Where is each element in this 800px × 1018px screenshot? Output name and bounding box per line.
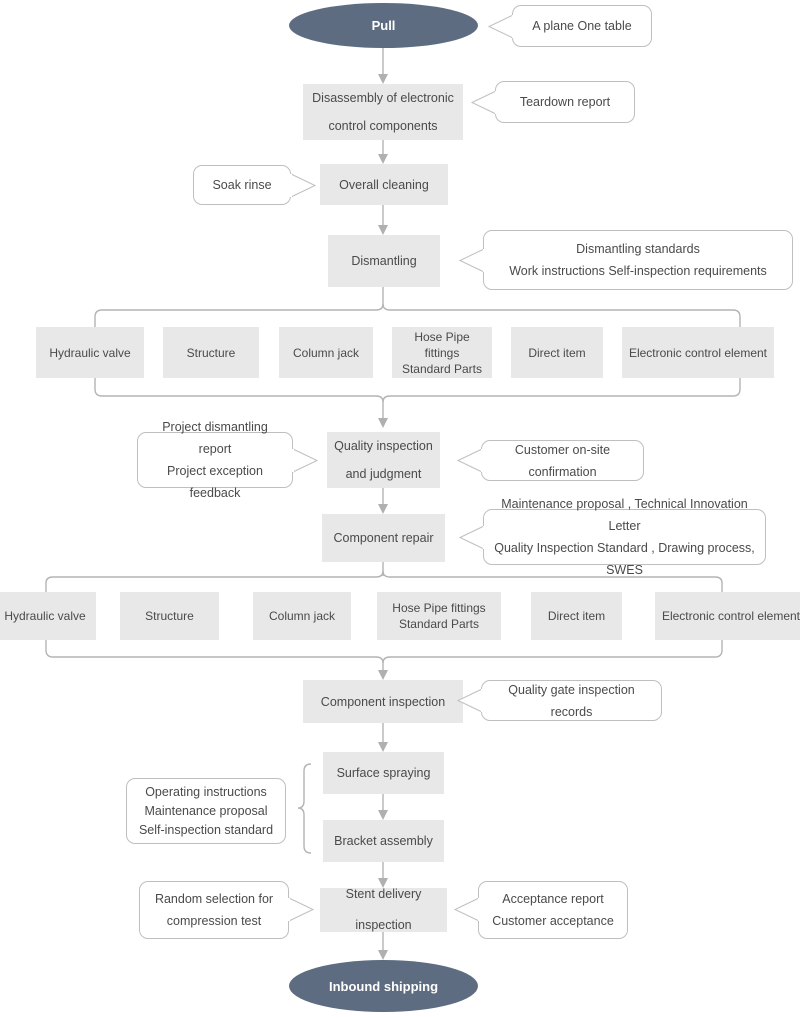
callout-line: Random selection for — [154, 892, 274, 906]
row1-item-label: Direct item — [528, 345, 586, 360]
row1-item-hose-pipe-fittings: Hose Pipe fittings Standard Parts — [392, 327, 492, 378]
callout-project-reports: Project dismantling report Project excep… — [137, 420, 293, 500]
callout-tail-project-reports — [292, 448, 319, 474]
row1-item-electronic-control-element: Electronic control element — [622, 327, 774, 378]
row1-item-line2: Standard Parts — [401, 361, 483, 376]
callout-line: Self-inspection standard — [138, 822, 274, 837]
node-start-label: Pull — [371, 18, 396, 33]
callout-line: Quality Inspection Standard , Drawing pr… — [494, 541, 755, 577]
row1-item-line1: Hose Pipe fittings — [414, 329, 470, 360]
node-quality-inspection: Quality inspection and judgment — [327, 432, 440, 488]
callout-operating-instructions: Operating instructions Maintenance propo… — [126, 778, 286, 844]
row1-item-direct-item: Direct item — [511, 327, 603, 378]
row1-item-structure: Structure — [163, 327, 259, 378]
callout-line: compression test — [166, 914, 262, 928]
callout-line: Work instructions Self-inspection requir… — [509, 264, 767, 278]
callout-line: Soak rinse — [212, 178, 272, 192]
row1-item-label: Hydraulic valve — [49, 345, 131, 360]
callout-a-plane-one-table: A plane One table — [512, 5, 652, 47]
node-overall-cleaning: Overall cleaning — [320, 164, 448, 205]
row1-item-label: Electronic control element — [628, 345, 768, 360]
callout-line: Project dismantling report — [162, 420, 268, 456]
row2-item-label: Direct item — [547, 609, 606, 623]
node-bracket-assembly-label: Bracket assembly — [334, 834, 433, 848]
callout-line: Customer acceptance — [492, 914, 614, 928]
callout-dismantling-standards: Dismantling standards Work instructions … — [483, 230, 793, 290]
row2-item-label: Structure — [145, 609, 194, 623]
row2-item-structure: Structure — [120, 592, 219, 640]
node-overall-cleaning-label: Overall cleaning — [339, 177, 429, 192]
node-quality-inspection-line1: Quality inspection — [334, 439, 433, 453]
callout-tail-dismantling-standards — [458, 248, 485, 274]
callout-tail-soak-rinse — [290, 173, 317, 199]
node-surface-spraying: Surface spraying — [323, 752, 444, 794]
row2-item-label: Electronic control element — [661, 609, 800, 623]
row2-item-electronic-control-element: Electronic control element — [655, 592, 800, 640]
row1-item-label: Column jack — [292, 345, 360, 360]
row2-item-label: Hydraulic valve — [4, 609, 86, 623]
callout-line: Dismantling standards — [576, 242, 700, 256]
callout-line: Operating instructions — [145, 784, 267, 799]
node-bracket-assembly: Bracket assembly — [323, 820, 444, 862]
row2-item-column-jack: Column jack — [253, 592, 351, 640]
row2-item-direct-item: Direct item — [531, 592, 622, 640]
callout-tail-a-plane-one-table — [487, 14, 514, 40]
row2-item-hydraulic-valve: Hydraulic valve — [0, 592, 96, 640]
callout-line: Maintenance proposal — [144, 803, 268, 818]
row2-item-hose-pipe-fittings: Hose Pipe fittings Standard Parts — [377, 592, 501, 640]
callout-line: Maintenance proposal , Technical Innovat… — [501, 497, 748, 533]
node-quality-inspection-line2: and judgment — [345, 467, 422, 481]
node-disassembly: Disassembly of electronic control compon… — [303, 84, 463, 140]
node-component-repair-label: Component repair — [333, 531, 434, 545]
node-component-repair: Component repair — [322, 514, 445, 562]
callout-tail-quality-gate-records — [456, 688, 483, 714]
node-end-label: Inbound shipping — [328, 978, 439, 994]
row2-item-line2: Standard Parts — [398, 617, 480, 631]
callout-line: Acceptance report — [502, 892, 604, 906]
callout-tail-random-selection — [288, 897, 315, 923]
row2-item-line1: Hose Pipe fittings — [392, 601, 486, 615]
callout-soak-rinse: Soak rinse — [193, 165, 291, 205]
node-end: Inbound shipping — [289, 960, 478, 1012]
node-stent-delivery-line2: inspection — [355, 918, 412, 932]
node-disassembly-line1: Disassembly of electronic — [312, 91, 454, 105]
node-dismantling: Dismantling — [328, 235, 440, 287]
callout-tail-customer-onsite-confirmation — [456, 448, 483, 474]
callout-tail-teardown-report — [470, 90, 497, 116]
callout-tail-maintenance-docs — [458, 525, 485, 551]
node-dismantling-label: Dismantling — [351, 254, 417, 268]
node-start: Pull — [289, 3, 478, 48]
callout-line: Project exception feedback — [167, 464, 263, 500]
callout-quality-gate-records: Quality gate inspection records — [481, 680, 662, 721]
callout-maintenance-docs: Maintenance proposal , Technical Innovat… — [483, 497, 766, 577]
callout-line: A plane One table — [532, 19, 632, 33]
callout-line: Customer on-site confirmation — [514, 442, 611, 479]
node-stent-delivery-line1: Stent delivery — [345, 887, 422, 901]
callout-line: Teardown report — [519, 95, 611, 109]
row2-item-label: Column jack — [268, 609, 336, 623]
callout-random-selection: Random selection for compression test — [139, 881, 289, 939]
row1-item-label: Structure — [186, 345, 236, 360]
node-disassembly-line2: control components — [328, 119, 438, 133]
callout-acceptance: Acceptance report Customer acceptance — [478, 881, 628, 939]
callout-line: Quality gate inspection records — [508, 682, 635, 719]
node-component-inspection-label: Component inspection — [320, 694, 446, 709]
callout-customer-onsite-confirmation: Customer on-site confirmation — [481, 440, 644, 481]
row1-item-column-jack: Column jack — [279, 327, 373, 378]
callout-teardown-report: Teardown report — [495, 81, 635, 123]
row1-item-hydraulic-valve: Hydraulic valve — [36, 327, 144, 378]
callout-tail-acceptance — [453, 897, 480, 923]
node-surface-spraying-label: Surface spraying — [336, 766, 431, 780]
node-component-inspection: Component inspection — [303, 680, 463, 723]
node-stent-delivery-inspection: Stent delivery inspection — [320, 887, 447, 932]
